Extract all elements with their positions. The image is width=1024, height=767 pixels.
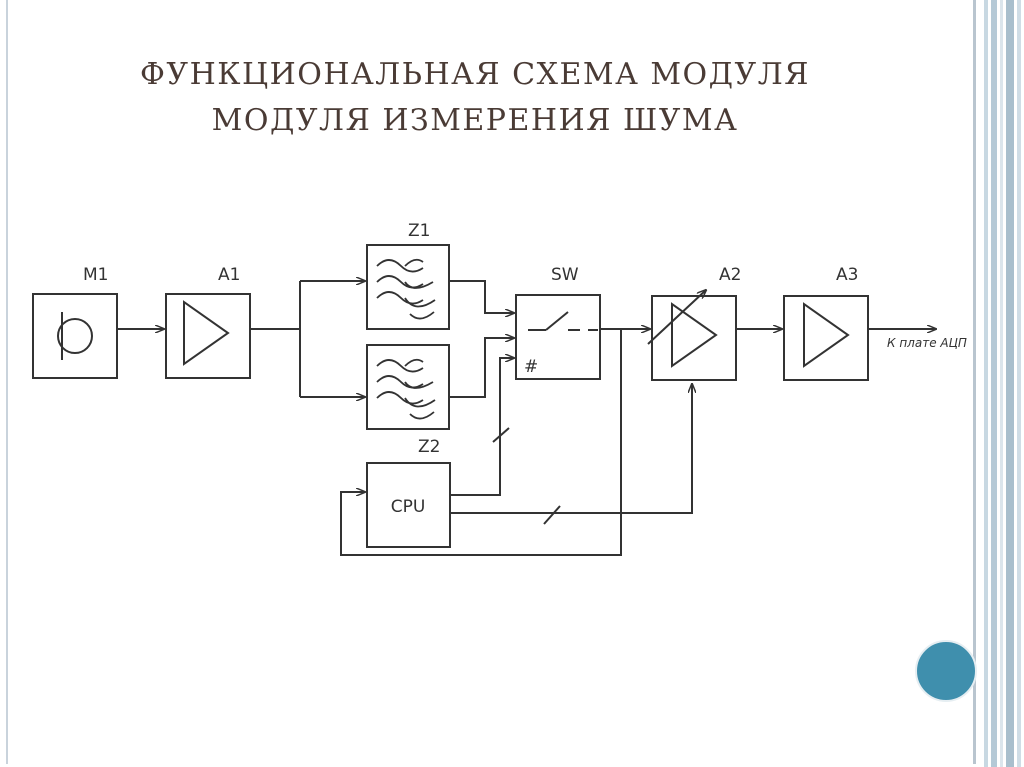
label-a3: A3 — [836, 265, 858, 285]
label-sw-marker: # — [524, 357, 538, 377]
slide-nav-dot[interactable] — [915, 640, 977, 702]
filter-icon — [376, 358, 436, 420]
label-z1: Z1 — [408, 221, 430, 241]
slide-decor-bars — [978, 0, 1024, 767]
label-a1: A1 — [218, 265, 240, 285]
block-sw — [515, 294, 601, 380]
amplifier-icon — [671, 302, 718, 368]
wire-z1-sw — [449, 280, 514, 313]
label-output: К плате АЦП — [887, 336, 967, 350]
slide-title: Функциональная схема модуля модуля измер… — [0, 52, 950, 144]
filter-icon — [376, 258, 436, 320]
slide-title-line-2: модуля измерения шума — [211, 103, 739, 138]
label-z2: Z2 — [418, 437, 440, 457]
wire-cpu-sw — [450, 358, 514, 496]
label-sw: SW — [551, 265, 579, 285]
label-m1: M1 — [83, 265, 108, 285]
block-a3 — [783, 295, 869, 381]
block-a1 — [165, 293, 251, 379]
wire-cpu-a2 — [450, 384, 692, 514]
block-z1 — [366, 244, 450, 330]
block-m1 — [32, 293, 118, 379]
wire-feedback-cpu — [340, 329, 622, 556]
bus-marker — [492, 427, 510, 443]
block-cpu — [366, 462, 451, 548]
label-cpu: CPU — [391, 497, 426, 517]
microphone-icon — [57, 318, 93, 354]
wire-z2-sw — [449, 338, 514, 398]
amplifier-icon — [183, 300, 230, 366]
slide-frame — [6, 0, 976, 764]
bus-marker — [543, 505, 561, 525]
slide-title-line-1: Функциональная схема модуля — [140, 57, 810, 92]
adjust-arrow-icon — [647, 290, 706, 345]
label-a2: A2 — [719, 265, 741, 285]
block-a2 — [647, 290, 737, 381]
switch-icon — [528, 311, 598, 331]
block-z2 — [366, 344, 450, 430]
amplifier-icon — [803, 302, 850, 368]
